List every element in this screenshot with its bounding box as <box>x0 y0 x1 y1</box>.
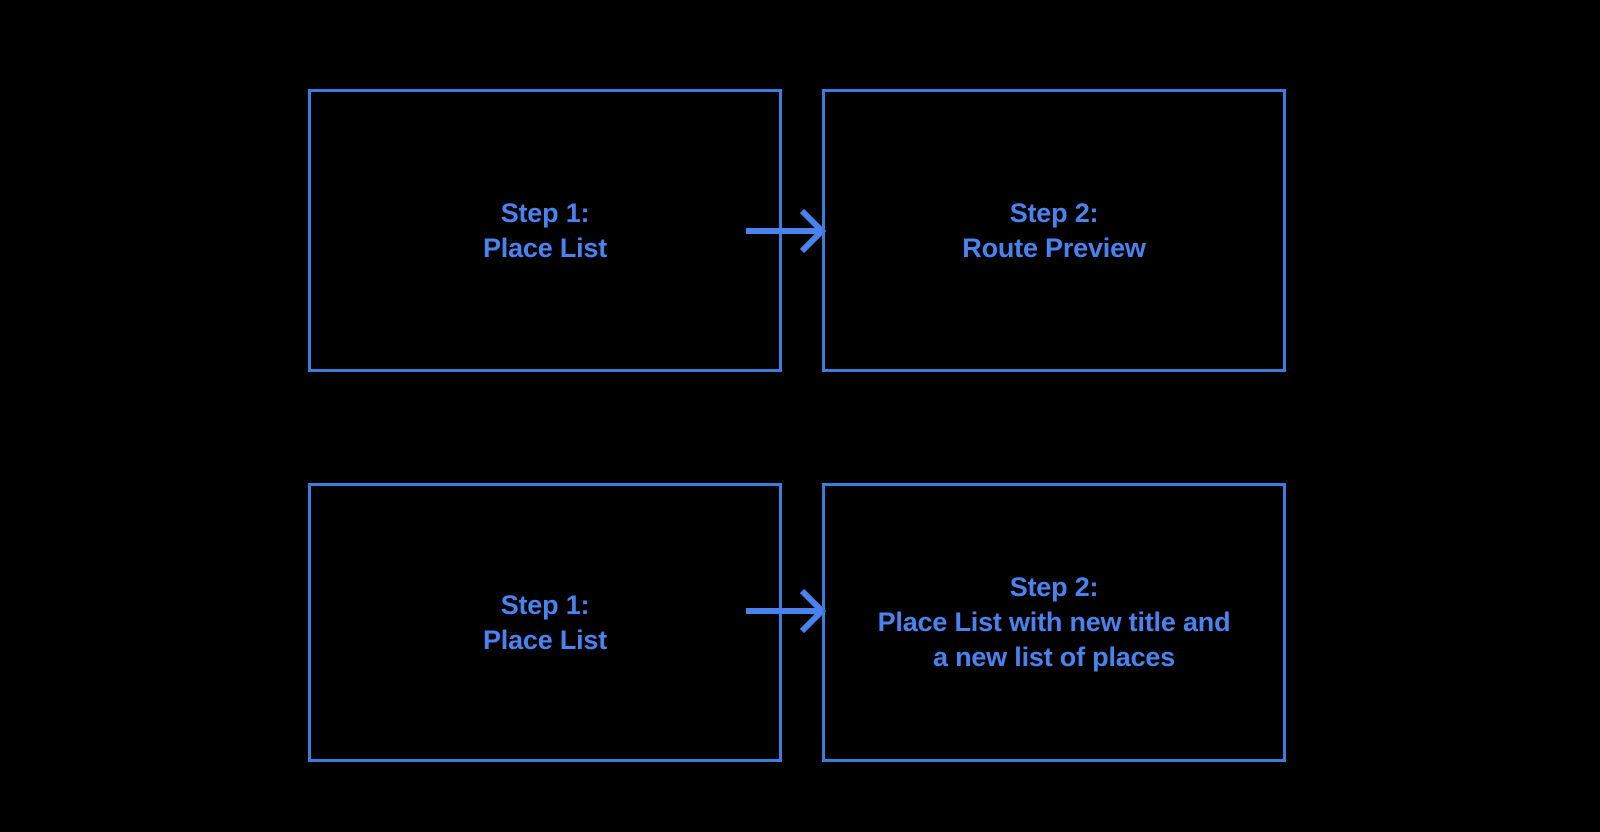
flow-box-label: Step 2: Route Preview <box>962 197 1146 263</box>
flow-box-label: Step 1: Place List <box>482 197 608 263</box>
arrow-right-icon <box>740 200 832 262</box>
flow-box-step1-place-list-alt[interactable]: Step 1: Place List <box>308 483 782 762</box>
flow-box-label: Step 2: Place List with new title and a … <box>877 572 1231 672</box>
flow-box-step2-route-preview[interactable]: Step 2: Route Preview <box>822 89 1286 372</box>
flow-box-step2-place-list-new-title[interactable]: Step 2: Place List with new title and a … <box>822 483 1286 762</box>
flow-box-step1-place-list[interactable]: Step 1: Place List <box>308 89 782 372</box>
arrow-right-glyph <box>746 208 827 254</box>
arrow-right-glyph <box>746 588 827 634</box>
flow-box-label: Step 1: Place List <box>482 589 608 655</box>
arrow-right-icon <box>740 580 832 642</box>
